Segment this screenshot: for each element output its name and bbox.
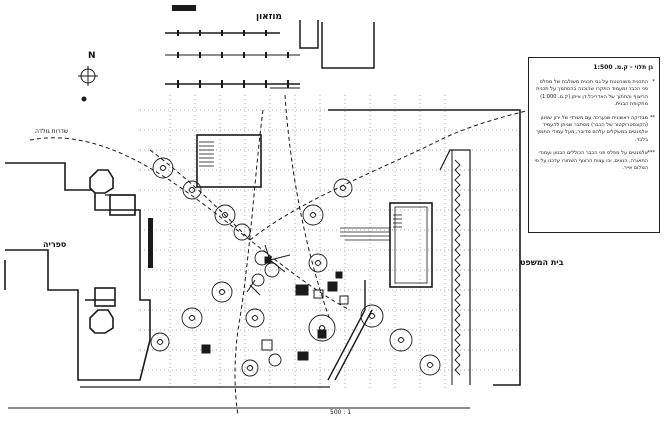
diagonal-wall (8, 280, 470, 409)
legend-note-marker: ** (650, 114, 655, 121)
courthouse-label: בית המשפט (520, 258, 564, 267)
legend-note-text: אלמנטים על מפלס פני הכבר הכוללים הבטון ו… (534, 150, 648, 172)
legend-note-text: התכנית משורטטת על גבי תכנית משולבת של מפ… (536, 79, 648, 108)
plan-linework (4, 5, 531, 416)
trees (150, 157, 441, 377)
bottom-scale-note: 1 : 500 (330, 409, 352, 416)
legend-note: **מבדיקה ראשונית שנערכה עם משרדי של ירון… (533, 115, 655, 145)
north-label: N (88, 51, 96, 61)
path-label: שדרות גולדה (35, 128, 69, 135)
legend-note: ***אלמנטים על מפלס פני הכבר הכוללים הבטו… (533, 150, 655, 172)
dashed-paths (29, 94, 531, 416)
legend-title: גן תלוי - ק.מ. 1:500 (593, 64, 653, 71)
legend-note-text: מבדיקה ראשונית שנערכה עם משרדי של ירון ש… (536, 114, 648, 143)
upper-pavilion (196, 134, 262, 188)
library-label: ספריה (43, 240, 67, 249)
legend-note: * התכנית משורטטת על גבי תכנית משולבת של מ… (533, 79, 655, 109)
courthouse-block (328, 109, 521, 386)
legend-note-marker: * (652, 79, 656, 85)
museum-colonnade (165, 5, 375, 89)
museum-label: מוזאון (256, 12, 282, 22)
north-arrow-icon (78, 66, 98, 102)
legend-note-marker: *** (647, 150, 656, 157)
legend-box: גן תלוי - ק.מ. 1:500 * התכנית משורטטת על … (528, 57, 660, 233)
library-building (4, 162, 153, 381)
site-elements (201, 244, 349, 361)
